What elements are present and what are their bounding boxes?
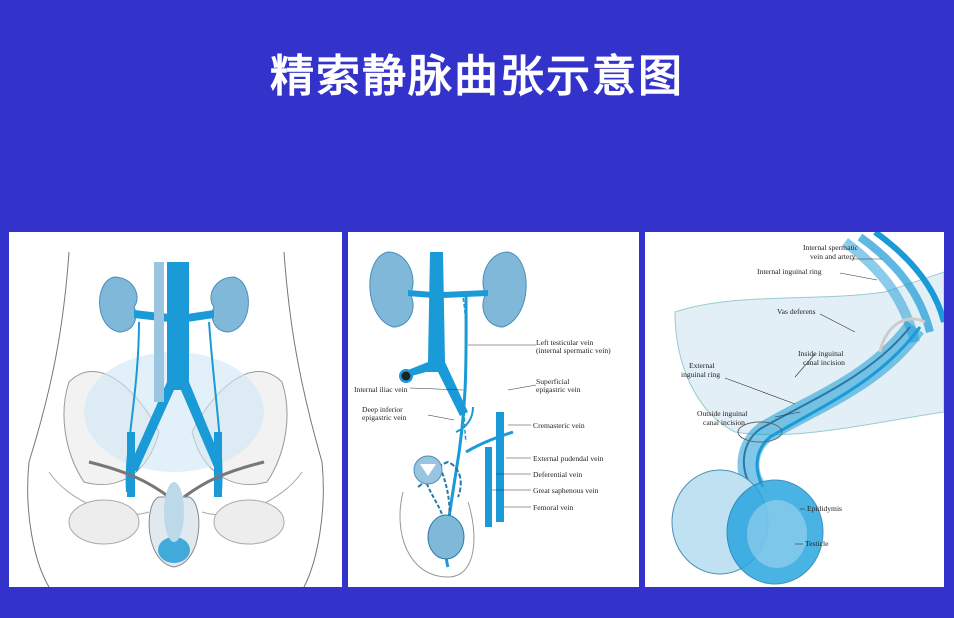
label-left-testicular-vein: Left testicular vein <box>536 338 594 347</box>
label-testicle: Testicle <box>805 539 829 548</box>
page-title: 精索静脉曲张示意图 <box>270 51 684 102</box>
label-internal-inguinal-ring: Internal inguinal ring <box>757 267 822 276</box>
surgical-approach-illustration: Internal spermatic vein and artery Inter… <box>671 232 944 585</box>
label-external: External <box>689 361 715 370</box>
label-femoral-vein: Femoral vein <box>533 503 573 512</box>
label-inside-canal-incision: canal incision <box>803 358 845 367</box>
label-vein-and-artery: vein and artery <box>810 252 856 261</box>
venous-anatomy-panel: Left testicular vein (internal spermatic… <box>348 232 639 587</box>
torso-anatomy-panel <box>9 232 342 587</box>
venous-anatomy-illustration: Left testicular vein (internal spermatic… <box>354 251 611 578</box>
label-outside-canal-incision: canal incision <box>703 418 745 427</box>
torso-anatomy-illustration <box>27 251 324 587</box>
label-external-pudendal-vein: External pudendal vein <box>533 454 604 463</box>
label-deep-inferior: Deep inferior <box>362 405 403 414</box>
surgical-approach-panel: Internal spermatic vein and artery Inter… <box>645 232 944 587</box>
label-internal-spermatic: Internal spermatic <box>803 243 859 252</box>
label-vas-deferens: Vas deferens <box>777 307 816 316</box>
label-deep-inferior-epigastric-vein: epigastric vein <box>362 413 407 422</box>
label-outside-inguinal: Outside inguinal <box>697 409 747 418</box>
label-inside-inguinal: Inside inguinal <box>798 349 843 358</box>
label-great-saphenous-vein: Great saphenous vein <box>533 486 599 495</box>
label-cremasteric-vein: Cremasteric vein <box>533 421 585 430</box>
label-superficial: Superficial <box>536 377 569 386</box>
label-superficial-epigastric-vein: epigastric vein <box>536 385 581 394</box>
label-epididymis: Epididymis <box>807 504 842 513</box>
label-deferential-vein: Deferential vein <box>533 470 582 479</box>
label-internal-spermatic-vein: (internal spermatic vein) <box>536 346 611 355</box>
label-internal-iliac-vein: Internal iliac vein <box>354 385 408 394</box>
label-external-inguinal-ring: inguinal ring <box>681 370 720 379</box>
